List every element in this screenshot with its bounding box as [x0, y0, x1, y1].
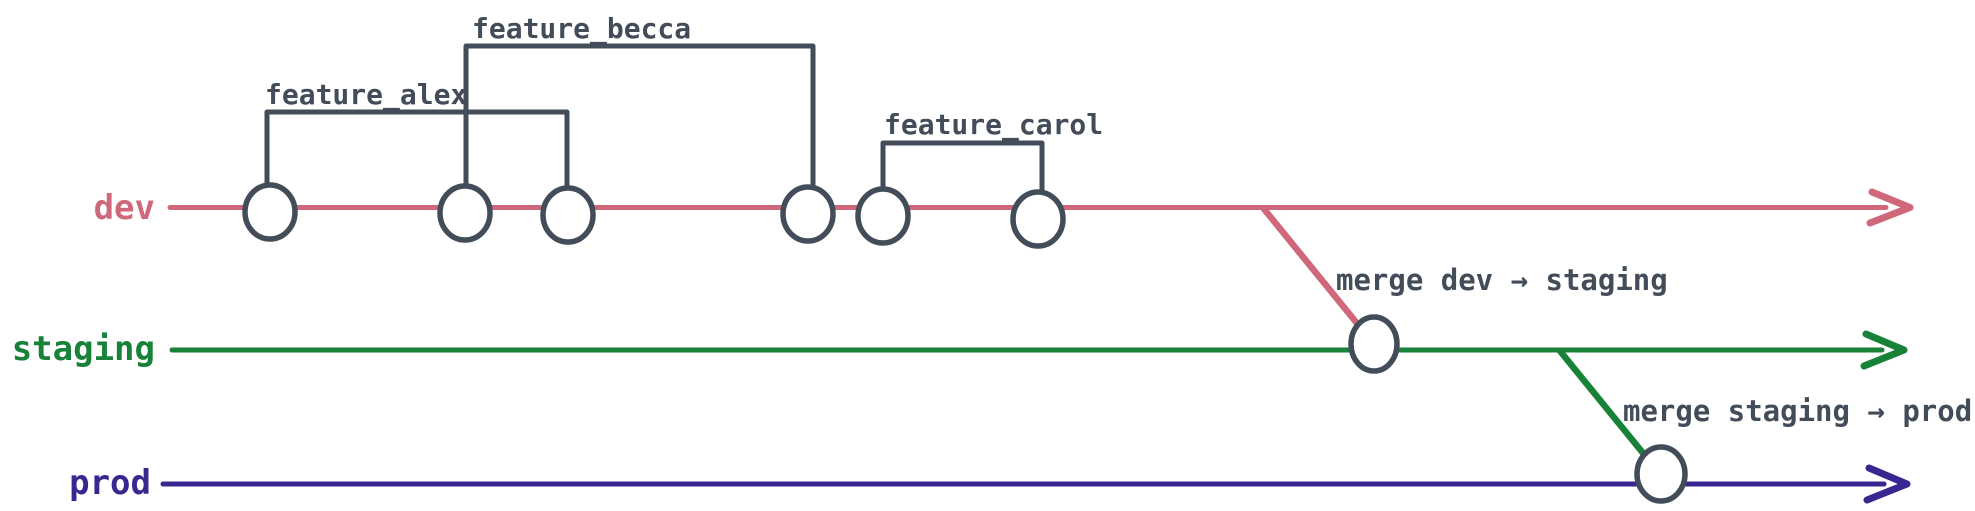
feature-alex-bracket [264, 109, 570, 194]
commit-node [855, 186, 911, 246]
merge-staging-prod-label: merge staging → prod [1623, 394, 1972, 428]
prod-branch: prod [69, 463, 1911, 504]
staging-branch: staging [12, 329, 1908, 370]
merge-dev-staging-commit [1348, 314, 1400, 374]
dev-commits [242, 182, 1066, 249]
merge-dev-staging-edge [1260, 205, 1364, 331]
prod-branch-label: prod [69, 463, 151, 503]
feature-alex-label: feature_alex [265, 78, 467, 111]
staging-branch-label: staging [12, 329, 155, 369]
commit-node [1010, 189, 1066, 249]
staging-arrowhead [1860, 330, 1908, 370]
dev-branch: dev [94, 188, 1914, 228]
feature-becca-bracket [463, 43, 816, 193]
commit-node [540, 185, 596, 245]
merge-staging-prod-commit [1634, 444, 1688, 504]
commit-node [437, 183, 493, 243]
dev-arrowhead [1866, 188, 1914, 227]
merge-dev-staging-label: merge dev → staging [1336, 263, 1668, 297]
feature-becca-label: feature_becca [472, 12, 691, 45]
prod-arrowhead [1863, 464, 1911, 504]
commit-node [780, 184, 836, 244]
merge-staging-prod-edge [1556, 347, 1651, 462]
commit-node [242, 182, 298, 242]
dev-branch-label: dev [94, 188, 155, 228]
feature-carol-label: feature_carol [884, 108, 1103, 141]
feature-carol-bracket [880, 140, 1045, 198]
